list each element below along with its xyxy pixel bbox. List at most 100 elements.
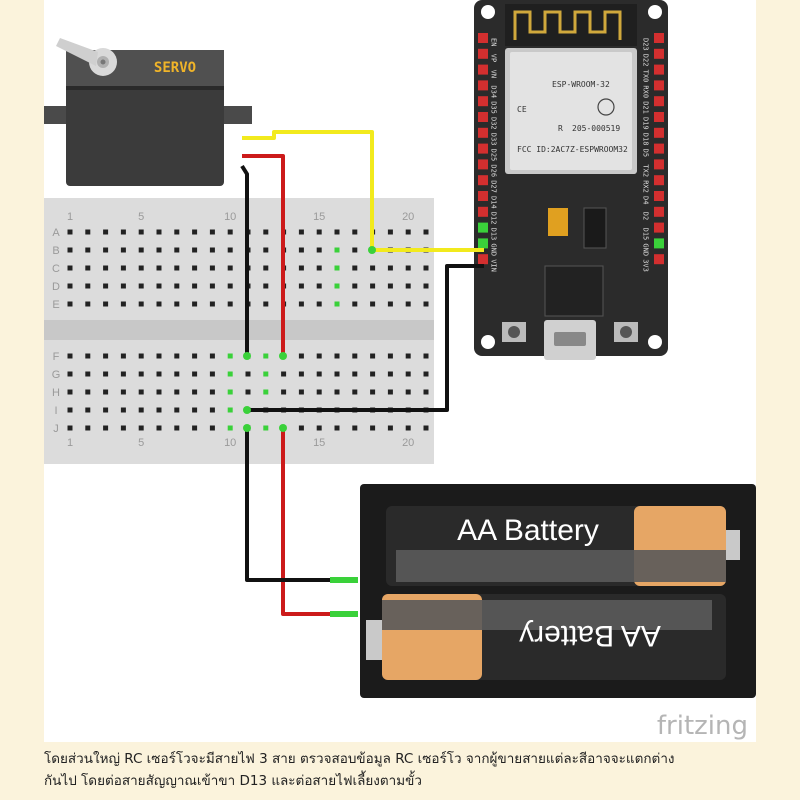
esp-pin-right — [654, 48, 664, 59]
breadboard-row-letter: I — [54, 405, 57, 417]
breadboard-hole — [192, 229, 198, 235]
esp-pin-right — [654, 143, 664, 154]
breadboard-hole — [209, 371, 215, 377]
servo-motor: SERVO — [44, 38, 252, 186]
breadboard-hole — [103, 389, 109, 395]
breadboard-hole — [85, 283, 91, 289]
battery-bottom-label: AA Battery — [519, 619, 661, 652]
esp-pin-right — [654, 112, 664, 122]
breadboard-hole — [316, 247, 322, 253]
breadboard-hole — [281, 371, 287, 377]
breadboard-hole — [120, 407, 126, 413]
breadboard-hole — [316, 301, 322, 307]
breadboard-hole — [387, 389, 393, 395]
esp-pin-label: D22 — [642, 54, 650, 67]
breadboard-hole — [423, 283, 429, 289]
breadboard-column-number: 15 — [313, 437, 325, 449]
breadboard-hole — [192, 371, 198, 377]
breadboard-hole — [263, 371, 269, 377]
breadboard-hole — [85, 389, 91, 395]
breadboard-hole — [120, 283, 126, 289]
breadboard-row-letter: C — [52, 263, 60, 275]
breadboard-hole — [192, 301, 198, 307]
esp-pin-right — [654, 175, 664, 186]
esp-pin-left — [478, 80, 488, 91]
breadboard-hole — [209, 283, 215, 289]
breadboard-hole — [405, 265, 411, 271]
breadboard-hole — [298, 265, 304, 271]
breadboard-hole — [138, 389, 144, 395]
breadboard-hole — [174, 389, 180, 395]
esp-pin-left — [478, 206, 488, 217]
breadboard-hole — [103, 247, 109, 253]
breadboard-row-letter: G — [52, 369, 61, 381]
breadboard-hole — [316, 371, 322, 377]
esp-pin-label: D2 — [642, 212, 650, 220]
breadboard-hole — [156, 283, 162, 289]
breadboard-hole — [352, 389, 358, 395]
esp-pin-label: D23 — [642, 38, 650, 51]
breadboard-hole — [67, 353, 73, 359]
breadboard-hole — [138, 353, 144, 359]
breadboard-hole — [352, 353, 358, 359]
breadboard-hole — [138, 283, 144, 289]
breadboard-hole — [370, 353, 376, 359]
breadboard-hole — [138, 247, 144, 253]
esp-pin-label: D14 — [490, 196, 498, 209]
caption-line-1: โดยส่วนใหญ่ RC เซอร์โวจะมีสายไฟ 3 สาย ตร… — [44, 751, 675, 767]
breadboard-hole — [370, 389, 376, 395]
breadboard-hole — [156, 265, 162, 271]
breadboard-hole — [85, 229, 91, 235]
esp-pin-label: D13 — [490, 228, 498, 241]
breadboard-hole — [67, 265, 73, 271]
breadboard-hole — [227, 283, 233, 289]
breadboard-row-letter: H — [52, 387, 60, 399]
breadboard-column-number: 10 — [224, 211, 236, 223]
ce-mark: CE — [517, 105, 527, 114]
breadboard-hole — [387, 283, 393, 289]
breadboard-hole — [192, 425, 198, 431]
esp-pin-left — [478, 96, 488, 107]
esp-pin-label: VIN — [490, 259, 498, 272]
esp-pin-label: D4 — [642, 196, 650, 204]
breadboard-column-number: 20 — [402, 437, 414, 449]
esp-pin-left — [478, 238, 488, 249]
esp-pin-right — [654, 191, 664, 201]
breadboard-hole — [227, 247, 233, 253]
breadboard-hole — [298, 283, 304, 289]
caption-line-2: กันไป โดยต่อสายสัญญาณเข้าขา D13 และต่อสา… — [44, 773, 422, 789]
breadboard-hole — [67, 301, 73, 307]
breadboard-hole — [387, 301, 393, 307]
breadboard-hole — [192, 353, 198, 359]
esp-pin-label: D12 — [490, 212, 498, 225]
breadboard-hole — [423, 301, 429, 307]
esp-pin-right — [654, 80, 664, 91]
esp32-pin-headers: ENVPVND34D35D32D33D25D26D27D14D12D13GNDV… — [478, 33, 664, 272]
breadboard-hole — [334, 425, 340, 431]
breadboard-hole — [352, 283, 358, 289]
breadboard-hole — [174, 283, 180, 289]
breadboard-hole — [103, 425, 109, 431]
breadboard-hole — [120, 301, 126, 307]
breadboard-column-number: 1 — [67, 211, 73, 223]
esp-pin-label: D21 — [642, 101, 650, 114]
breadboard-hole — [405, 425, 411, 431]
breadboard-hole — [138, 301, 144, 307]
esp-pin-label: VN — [490, 70, 498, 78]
caption: โดยส่วนใหญ่ RC เซอร์โวจะมีสายไฟ 3 สาย ตร… — [44, 748, 774, 792]
breadboard-hole — [423, 265, 429, 271]
breadboard-hole — [334, 389, 340, 395]
breadboard-hole — [405, 389, 411, 395]
breadboard-column-number: 10 — [224, 437, 236, 449]
servo-label: SERVO — [154, 60, 196, 76]
breadboard-hole — [423, 371, 429, 377]
breadboard-hole — [138, 425, 144, 431]
esp-pin-right — [654, 254, 664, 265]
esp-pin-left — [478, 222, 488, 233]
breadboard-hole — [263, 353, 269, 359]
breadboard-hole — [209, 265, 215, 271]
breadboard-hole — [334, 229, 340, 235]
breadboard-hole — [192, 407, 198, 413]
breadboard-hole — [370, 283, 376, 289]
breadboard-row-letter: J — [53, 423, 59, 435]
